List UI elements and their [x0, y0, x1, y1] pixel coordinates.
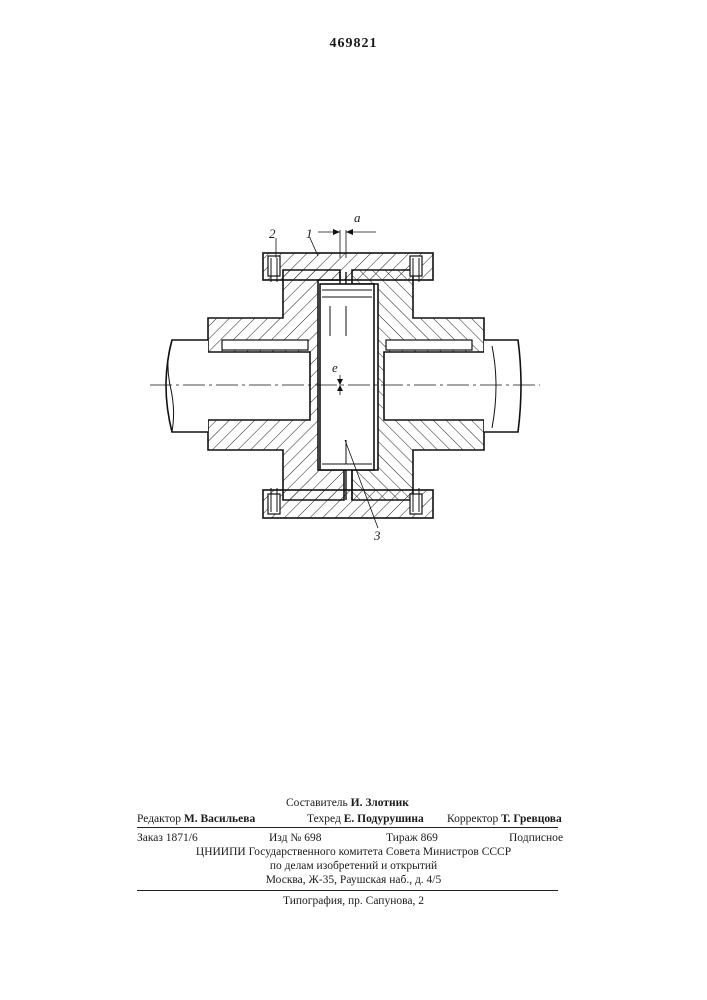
rule-top — [137, 827, 558, 828]
corrector-line: Корректор Т. Гревцова — [447, 812, 562, 826]
corrector-role: Корректор — [447, 813, 498, 825]
label-part-2: 2 — [269, 226, 276, 241]
techred-line: Техред Е. Подурушина — [307, 812, 424, 826]
order-number: Заказ 1871/6 — [137, 831, 198, 845]
corrector-name: Т. Гревцова — [501, 813, 562, 825]
right-keyway — [386, 340, 472, 350]
label-part-3: 3 — [373, 528, 381, 543]
left-keyway — [222, 340, 308, 350]
left-shaft — [166, 340, 208, 432]
label-dim-e: e — [332, 360, 338, 375]
rule-bottom — [137, 890, 558, 891]
org-line-3: Москва, Ж-35, Раушская наб., д. 4/5 — [0, 873, 707, 887]
editor-role: Редактор — [137, 813, 181, 825]
editor-name: М. Васильева — [184, 813, 255, 825]
label-part-1: 1 — [306, 226, 313, 241]
print-run: Тираж 869 — [386, 831, 438, 845]
printshop: Типография, пр. Сапунова, 2 — [0, 894, 707, 908]
label-dim-a: a — [354, 210, 361, 225]
compiler-role: Составитель — [286, 797, 348, 809]
compiler-line: Составитель И. Злотник — [286, 796, 409, 810]
compiler-name: И. Злотник — [351, 797, 409, 809]
org-line-1: ЦНИИПИ Государственного комитета Совета … — [0, 845, 707, 859]
editor-line: Редактор М. Васильева — [137, 812, 255, 826]
subscription: Подписное — [509, 831, 563, 845]
techred-role: Техред — [307, 813, 341, 825]
edition-number: Изд № 698 — [269, 831, 321, 845]
right-shaft — [484, 340, 521, 432]
techred-name: Е. Подурушина — [344, 813, 424, 825]
org-line-2: по делам изобретений и открытий — [0, 859, 707, 873]
intermediate-disc — [320, 284, 374, 470]
